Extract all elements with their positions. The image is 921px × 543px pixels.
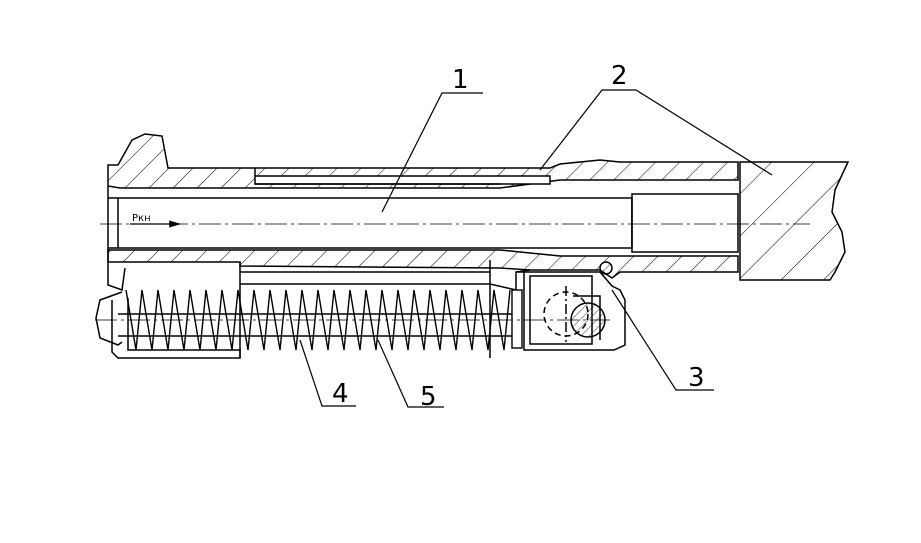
callout-2-label: 2 xyxy=(611,61,628,91)
bracket xyxy=(516,270,626,351)
barrel-lower-wall xyxy=(107,249,739,279)
barrel-bore xyxy=(117,197,633,249)
barrel xyxy=(107,133,739,292)
callout-1-leader xyxy=(381,92,483,213)
callout-3-leader xyxy=(611,289,714,391)
breech-block-body xyxy=(739,161,850,281)
callout-5-label: 5 xyxy=(420,382,437,412)
pressure-arrow: Ркн xyxy=(130,213,182,228)
return-spring xyxy=(118,289,523,351)
center-lines xyxy=(95,223,810,321)
carrier xyxy=(95,260,626,359)
spring-housing xyxy=(111,298,241,359)
small-pin xyxy=(599,261,613,275)
callout-2-leader-a xyxy=(539,89,773,176)
callout-3-label: 3 xyxy=(688,363,705,393)
pressure-label: Ркн xyxy=(132,213,151,224)
breech-block xyxy=(739,161,850,281)
chamber xyxy=(631,193,739,253)
callout-1-label: 1 xyxy=(452,65,469,95)
callout-4-leader xyxy=(299,339,356,407)
muzzle-cap xyxy=(95,291,123,346)
callout-numbers: 1 2 3 4 5 xyxy=(332,61,705,412)
callout-4-label: 4 xyxy=(332,379,349,409)
spring-coils xyxy=(125,289,511,351)
callouts xyxy=(299,89,773,408)
spring-stop xyxy=(511,289,523,349)
callout-5-leader xyxy=(377,339,444,408)
